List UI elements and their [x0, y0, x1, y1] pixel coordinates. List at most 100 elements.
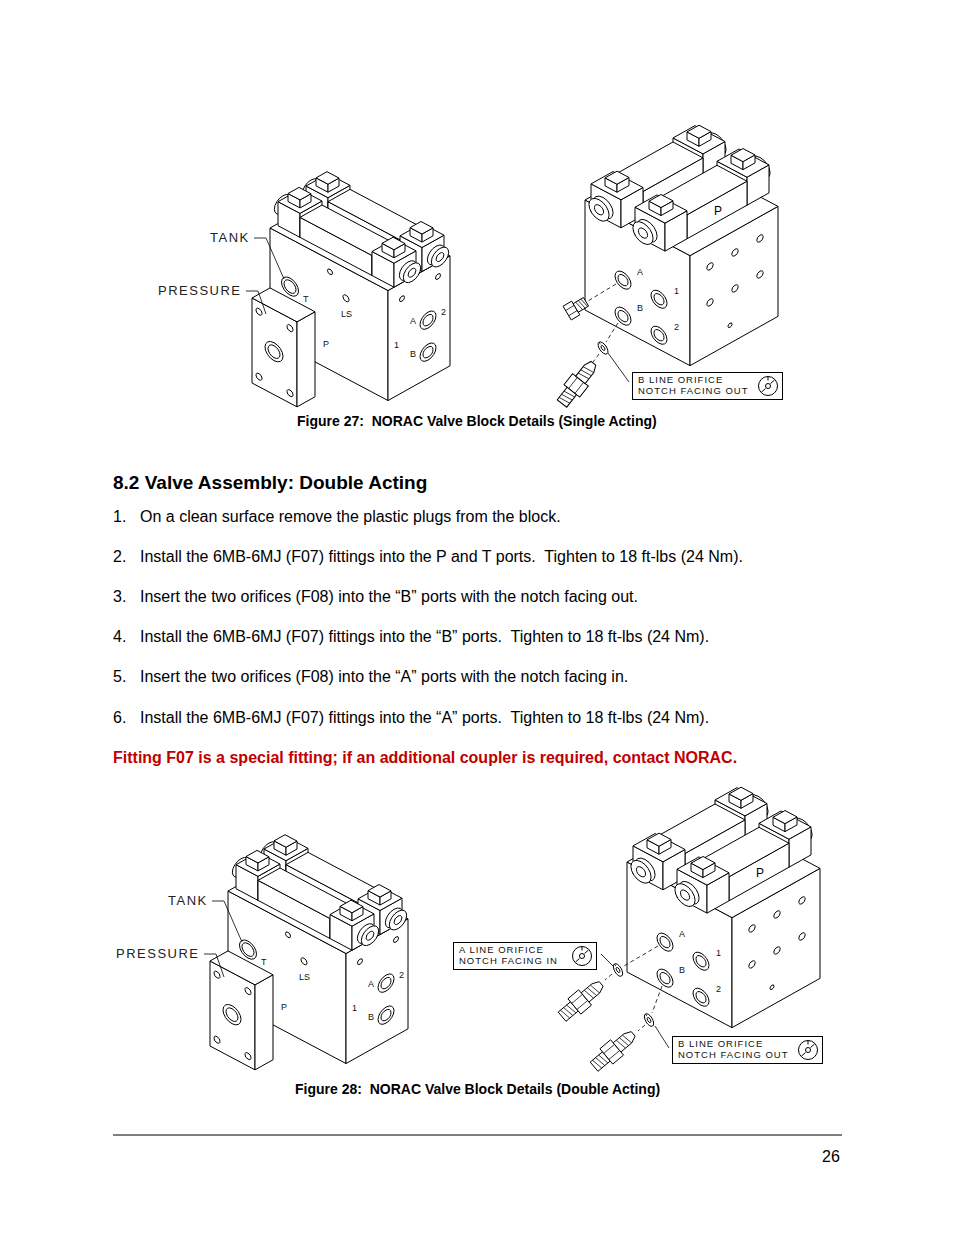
solenoid-coil — [635, 195, 687, 223]
solenoid-knob — [408, 267, 416, 279]
coil-connector — [410, 222, 433, 235]
coil-connector — [731, 149, 755, 162]
bolt-hole — [358, 958, 363, 966]
dashed-line — [638, 1025, 645, 1031]
leader-line — [212, 901, 242, 942]
hex-facet — [569, 377, 578, 388]
orifice-icon-bore — [580, 954, 585, 959]
coil-connector — [729, 787, 753, 800]
bolt-hole — [749, 923, 755, 933]
callout-text-group: B LINE ORIFICE NOTCH FACING OUT — [678, 1039, 792, 1061]
leader-line — [601, 954, 613, 966]
valve-block-view — [627, 787, 820, 1027]
orifice-icon-bore — [766, 384, 771, 389]
solenoid-knob — [631, 856, 651, 887]
orifice — [611, 962, 624, 978]
hex-facet — [609, 1050, 620, 1059]
port-mark: 2 — [399, 970, 404, 981]
bolt-hole — [245, 1052, 251, 1061]
valve-block-view — [585, 125, 778, 365]
step-text: Install the 6MB-6MJ (F07) fittings into … — [140, 547, 743, 566]
coil-connector — [647, 833, 671, 846]
fitting — [554, 357, 601, 410]
port-mark: P — [281, 1002, 287, 1013]
thread-line — [578, 371, 589, 380]
bolt-hole — [707, 261, 713, 271]
subplate — [255, 975, 273, 1070]
orifice-icon-notch — [762, 377, 775, 393]
port-mark: 1 — [674, 286, 679, 297]
orifice-icon-rim — [799, 1041, 818, 1060]
leader-line — [254, 238, 284, 279]
solenoid-knob — [389, 907, 406, 934]
bolt-hole — [757, 269, 763, 279]
port-mark: A — [410, 316, 416, 327]
orifice-icon-notch — [802, 1041, 815, 1057]
orifice-bore — [646, 1017, 651, 1023]
bolt-hole — [707, 297, 713, 307]
bolt-hole — [728, 322, 732, 328]
fitting-thread — [613, 1029, 637, 1052]
thread-line — [616, 1039, 625, 1049]
orifice-icon-rim — [759, 377, 778, 396]
bolt-hole — [256, 372, 262, 381]
solenoid-coil — [591, 172, 643, 200]
bolt-hole — [774, 945, 780, 955]
bolt-hole — [394, 936, 399, 944]
solenoid-knob — [366, 930, 374, 942]
step-number: 2. — [113, 547, 126, 566]
port-mark: 2 — [674, 322, 679, 333]
hex-facet — [569, 311, 578, 316]
solenoid-knob — [675, 880, 695, 911]
thread-line — [622, 1034, 631, 1044]
port — [381, 975, 391, 991]
subplate — [210, 951, 273, 985]
dashed-line — [593, 354, 599, 362]
port — [651, 287, 667, 311]
callout-label: B LINE ORIFICE NOTCH FACING OUT — [678, 1039, 792, 1061]
valve-mark: P — [756, 866, 764, 880]
hex-facet — [566, 305, 575, 310]
port — [660, 934, 670, 949]
port — [423, 312, 433, 328]
callout-label: B LINE ORIFICE NOTCH FACING OUT — [638, 375, 752, 397]
hex-facet — [572, 994, 583, 1003]
port-mark: 2 — [716, 984, 721, 995]
pressure-port — [223, 1001, 241, 1029]
callout-box: A LINE ORIFICE NOTCH FACING IN — [453, 942, 597, 970]
port — [693, 949, 709, 973]
thread-line — [576, 301, 583, 311]
port-mark: A — [679, 929, 685, 940]
callout-box: B LINE ORIFICE NOTCH FACING OUT — [672, 1036, 823, 1064]
solenoid-knob — [403, 259, 420, 286]
bolt-hole — [732, 283, 738, 293]
coil-connector — [368, 885, 391, 898]
thread-line — [564, 1006, 573, 1016]
subplate — [252, 288, 315, 322]
port-mark: LS — [341, 309, 352, 320]
callout-text-group: B LINE ORIFICE NOTCH FACING OUT — [638, 375, 752, 397]
callout-label: A LINE ORIFICE NOTCH FACING IN — [459, 945, 566, 967]
dashed-line — [624, 946, 658, 966]
orifice-icon — [757, 375, 779, 397]
ls-port — [343, 294, 349, 303]
thread-line — [584, 989, 593, 999]
port — [420, 308, 436, 333]
port-mark: A — [368, 979, 374, 990]
plug — [563, 295, 590, 320]
orifice-disc — [611, 962, 624, 978]
valve-mark: P — [714, 204, 722, 218]
thread-line — [562, 393, 573, 402]
port — [618, 272, 628, 287]
figure-caption: Figure 27: NORAC Valve Block Details (Si… — [297, 413, 657, 430]
plug-thread — [573, 298, 588, 313]
port-callout: TANK — [210, 230, 250, 246]
solenoid-knob — [436, 251, 444, 263]
leader-line — [246, 291, 266, 314]
port-mark: B — [679, 965, 685, 976]
coil-connector — [382, 237, 405, 250]
coil-connector — [649, 194, 673, 207]
solenoid-knob — [431, 244, 448, 271]
port — [654, 328, 664, 343]
